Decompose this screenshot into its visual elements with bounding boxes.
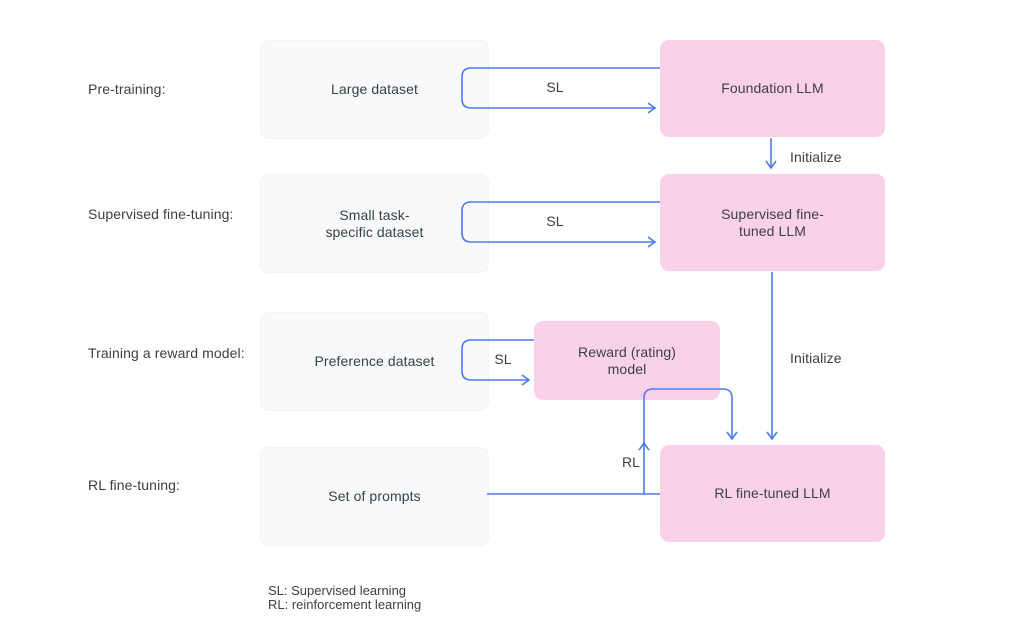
arrowhead-rl-up bbox=[638, 441, 650, 451]
legend: SL: Supervised learning RL: reinforcemen… bbox=[268, 584, 421, 612]
box-foundation-llm: Foundation LLM bbox=[660, 40, 885, 137]
box-set-of-prompts: Set of prompts bbox=[260, 447, 489, 546]
box-large-dataset: Large dataset bbox=[260, 40, 489, 139]
legend-rl: RL: reinforcement learning bbox=[268, 597, 422, 612]
box-supervised-fine-tuned-llm: Supervised fine- tuned LLM bbox=[660, 174, 885, 271]
stage-label-supervised-fine-tuning: Supervised fine-tuning: bbox=[88, 206, 234, 222]
box-reward-rating-model: Reward (rating) model bbox=[534, 321, 720, 400]
box-rl-fine-tuned-llm: RL fine-tuned LLM bbox=[660, 445, 885, 542]
arrow-label-sl-2: SL bbox=[546, 213, 564, 229]
box-preference-dataset: Preference dataset bbox=[260, 312, 489, 411]
arrow-label-sl-1: SL bbox=[546, 79, 564, 95]
arrow-label-rl: RL bbox=[621, 454, 641, 470]
stage-label-training-reward-model: Training a reward model: bbox=[88, 345, 245, 361]
arrow-label-sl-3: SL bbox=[494, 351, 512, 367]
arrow-label-initialize-top: Initialize bbox=[790, 149, 842, 165]
stage-label-pre-training: Pre-training: bbox=[88, 81, 166, 97]
arrow-label-initialize-bottom: Initialize bbox=[790, 350, 842, 366]
stage-label-rl-fine-tuning: RL fine-tuning: bbox=[88, 477, 181, 493]
box-small-task-dataset: Small task- specific dataset bbox=[260, 174, 489, 273]
legend-sl: SL: Supervised learning bbox=[268, 583, 407, 598]
